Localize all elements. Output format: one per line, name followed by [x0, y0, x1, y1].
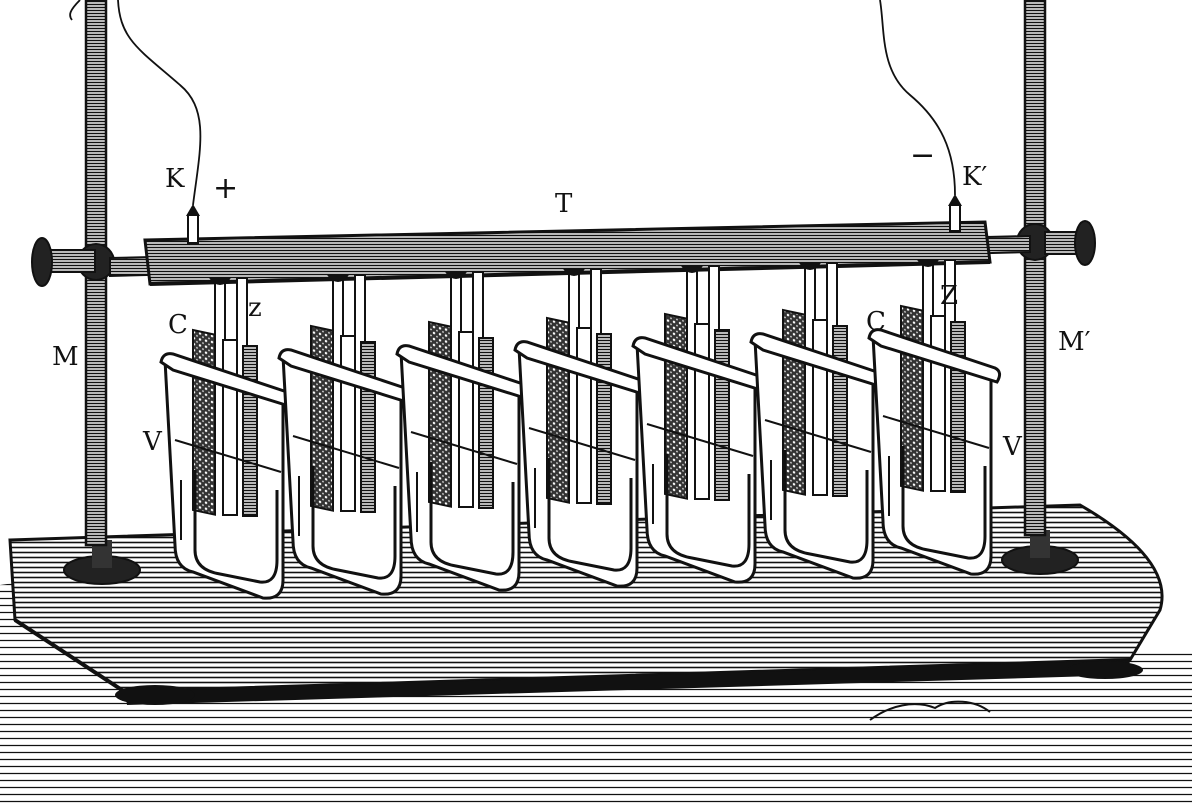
- inner-tube: [547, 458, 633, 572]
- inner-tube: [901, 446, 987, 560]
- label-v-left: V: [142, 427, 163, 457]
- label-minus: −: [910, 138, 935, 173]
- label-v-right: V: [1002, 432, 1023, 462]
- zinc-plate: [222, 339, 238, 516]
- zinc-plate: [242, 345, 258, 517]
- label-plus: +: [213, 171, 238, 206]
- zinc-plate: [812, 319, 828, 496]
- inner-tube: [429, 462, 515, 576]
- liquid-level: [174, 439, 282, 473]
- inner-tube: [311, 466, 397, 580]
- wires: [69, 0, 956, 206]
- label-t: T: [555, 189, 573, 219]
- label-m-prime: M′: [1058, 327, 1091, 357]
- inner-tube: [783, 450, 869, 564]
- label-m: M: [52, 342, 79, 372]
- cell: [513, 268, 648, 588]
- label-c-left: C: [168, 310, 188, 340]
- liquid-level: [764, 419, 872, 453]
- cell: [159, 277, 294, 600]
- rod-clamp: [563, 269, 585, 276]
- crossbar-t: [143, 220, 992, 286]
- jar-rim: [867, 328, 1002, 384]
- label-z-left: z: [248, 293, 262, 323]
- rod-clamp: [681, 266, 703, 273]
- cell: [749, 262, 884, 580]
- zinc-plate: [832, 325, 848, 497]
- terminal-k-prime: [948, 194, 962, 232]
- zinc-plate: [930, 315, 946, 492]
- liquid-level: [646, 423, 754, 457]
- inner-tube: [665, 454, 751, 568]
- right-stand: [1001, 0, 1096, 575]
- rod-clamp: [799, 263, 821, 270]
- label-z-right: Z: [940, 281, 958, 311]
- terminal-k: [186, 204, 200, 244]
- zinc-plate: [950, 321, 966, 493]
- liquid-level: [292, 435, 400, 469]
- rod-clamp: [917, 260, 939, 267]
- inner-tube: [193, 470, 279, 584]
- cell: [631, 265, 766, 584]
- zinc-plate: [714, 329, 730, 501]
- cell: [277, 274, 412, 596]
- label-c-right: C: [866, 307, 886, 337]
- left-stand: [31, 0, 141, 585]
- rod-clamp: [209, 278, 231, 285]
- rod-clamp: [445, 272, 467, 279]
- liquid-level: [528, 427, 636, 461]
- battery-cells: [159, 259, 1002, 600]
- cell: [395, 271, 530, 592]
- zinc-plate: [478, 337, 494, 509]
- zinc-plate: [576, 327, 592, 504]
- liquid-level: [410, 431, 518, 465]
- liquid-level: [882, 415, 990, 449]
- rod-clamp: [327, 275, 349, 282]
- engraver-signature: [869, 700, 991, 721]
- zinc-plate: [694, 323, 710, 500]
- cell: [867, 259, 1002, 576]
- zinc-plate: [458, 331, 474, 508]
- label-k: K: [165, 164, 185, 194]
- zinc-plate: [340, 335, 356, 512]
- label-k-prime: K′: [962, 162, 987, 192]
- zinc-plate: [596, 333, 612, 505]
- zinc-plate: [360, 341, 376, 513]
